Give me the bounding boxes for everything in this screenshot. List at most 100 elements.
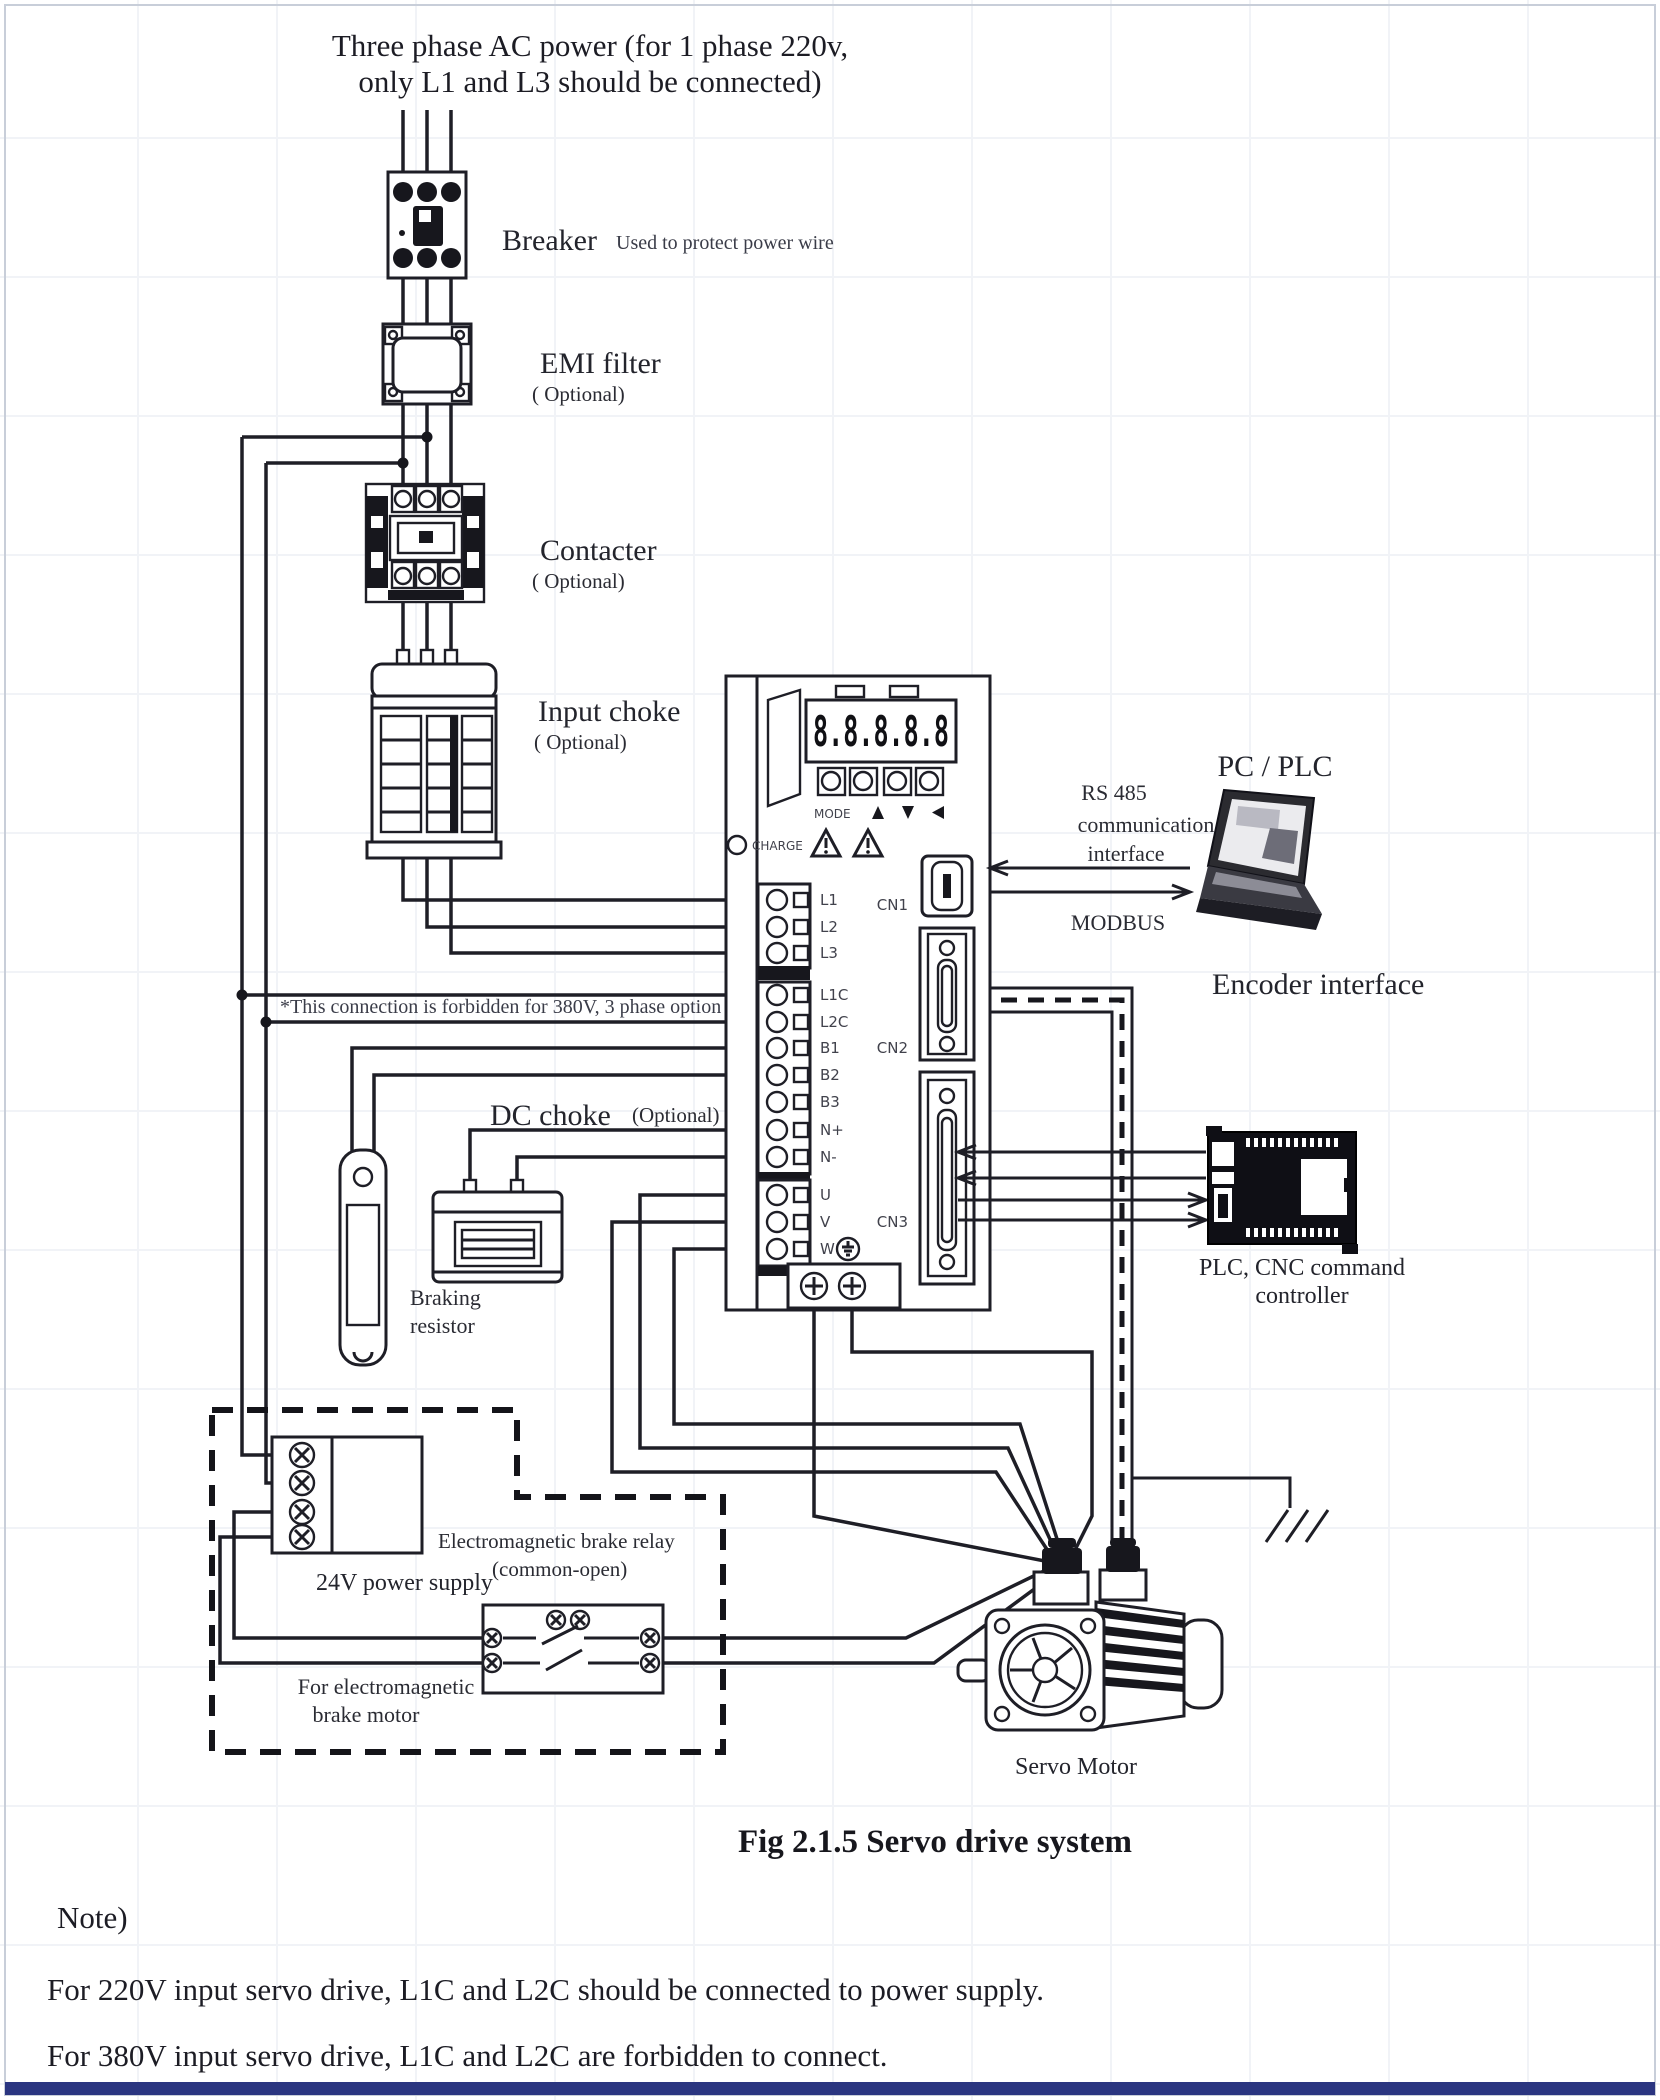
terminal-label: N+	[820, 1121, 844, 1139]
warning-icon	[851, 826, 885, 858]
servo-drive: 8.8.8.8.8 MODE CHARGE	[724, 674, 992, 1312]
rs485-label-2: communication	[1078, 812, 1215, 837]
terminal-label: B3	[820, 1093, 840, 1111]
terminal-label: V	[820, 1213, 831, 1231]
phase-wires-breaker-emi	[401, 278, 453, 324]
u-phase-wire	[638, 1193, 1056, 1549]
note-line-2: For 380V input servo drive, L1C and L2C …	[47, 2038, 888, 2073]
input-choke-optional: ( Optional)	[534, 730, 627, 754]
forbidden-note: *This connection is forbidden for 380V, …	[280, 996, 721, 1018]
pc-plc-laptop	[1196, 788, 1322, 930]
panel-cover	[766, 688, 802, 808]
input-choke	[365, 648, 503, 860]
ground-wire	[1132, 1476, 1292, 1508]
left-rails	[240, 437, 290, 1485]
terminal-label: L1C	[820, 986, 848, 1004]
terminal-label: N-	[820, 1148, 837, 1166]
terminal-label: U	[820, 1186, 831, 1204]
fig-caption: Fig 2.1.5 Servo drive system	[738, 1824, 1132, 1860]
pe-wire-1	[812, 1308, 1051, 1564]
terminal-label: L1	[820, 891, 838, 909]
terminal-label: B2	[820, 1066, 840, 1084]
cn3-label: CN3	[877, 1213, 908, 1231]
braking-resistor-label-1: Braking	[410, 1285, 481, 1310]
brake-relay-label-2: (common-open)	[492, 1557, 627, 1581]
dc-choke-label: DC choke	[490, 1099, 611, 1132]
l1c-l2c-feeds	[242, 993, 767, 1024]
phase-wires-top	[401, 110, 453, 172]
screw-terminal-block	[786, 1262, 902, 1310]
dc-choke-wires	[468, 1128, 767, 1180]
plc-cnc-label-2: controller	[1255, 1283, 1348, 1309]
note-line-1: For 220V input servo drive, L1C and L2C …	[47, 1972, 1044, 2007]
vent-slot	[888, 684, 920, 699]
power-supply-24v	[270, 1435, 424, 1555]
junction-dot	[260, 1016, 272, 1028]
title: Three phase AC power (for 1 phase 220v, …	[332, 28, 848, 99]
phase-wires-contactor-choke	[401, 602, 453, 650]
emi-filter-label: EMI filter	[540, 347, 661, 380]
ground-icon	[1264, 1509, 1330, 1543]
cn1-label: CN1	[877, 896, 908, 914]
plc-cnc-label-1: PLC, CNC command	[1199, 1255, 1405, 1281]
wiring	[218, 110, 1330, 1665]
relay-contact-1	[503, 1624, 639, 1646]
modbus-label: MODBUS	[1071, 910, 1165, 935]
brake-motor-note-1: For electromagnetic	[298, 1674, 475, 1699]
breaker	[386, 170, 468, 280]
down-arrow-icon	[902, 806, 914, 819]
terminal-label: W	[820, 1240, 835, 1258]
brake-wires	[657, 1568, 1054, 1665]
brake-motor-note-2: brake motor	[313, 1702, 421, 1727]
contactor-label: Contacter	[540, 534, 657, 567]
warning-icon	[809, 826, 843, 858]
terminal-label: L2	[820, 918, 838, 936]
rs485-label-1: RS 485	[1081, 780, 1146, 805]
emi-filter	[381, 322, 473, 406]
rs485-label-3: interface	[1088, 841, 1165, 866]
emi-filter-optional: ( Optional)	[532, 382, 625, 406]
terminal-label: L3	[820, 944, 838, 962]
mode-label: MODE	[814, 807, 851, 821]
cn1-connector[interactable]	[920, 854, 974, 918]
encoder-cable-dashed	[974, 997, 1125, 1542]
v-phase-wire	[610, 1220, 1052, 1555]
terminal-strip: L1 L2 L3 L1C L2C B1 B2 B3 N+ N- U V W	[756, 882, 848, 1276]
breaker-note: Used to protect power wire	[616, 232, 834, 254]
braking-resistor-label-2: resistor	[410, 1313, 475, 1338]
pe-wire-2	[850, 1308, 1094, 1557]
vent-slot	[834, 684, 866, 699]
junction-dot	[421, 431, 433, 443]
input-choke-label: Input choke	[538, 695, 680, 728]
phase-wires-emi-contactor	[401, 404, 453, 484]
junction-dot	[236, 989, 248, 1001]
encoder-interface-label: Encoder interface	[1212, 968, 1424, 1001]
junction-dot	[397, 457, 409, 469]
charge-led	[726, 834, 748, 856]
contactor	[364, 482, 486, 604]
plc-controller	[1206, 1126, 1358, 1254]
plc-arrows	[953, 1143, 1211, 1229]
supply-relay-wires	[218, 1510, 486, 1665]
cn2-connector[interactable]	[918, 926, 976, 1062]
ground-terminal-icon	[835, 1236, 861, 1262]
drive-buttons[interactable]	[816, 766, 945, 797]
brake-relay-label-1: Electromagnetic brake relay	[438, 1529, 675, 1553]
rail-taps	[242, 435, 427, 465]
supply-24v-label: 24V power supply	[316, 1570, 493, 1596]
encoder-cable-outer	[974, 986, 1134, 1540]
servo-motor-figure	[956, 1538, 1224, 1732]
relay-contact-2	[503, 1648, 639, 1672]
seven-segment-display	[804, 698, 958, 764]
rs485-arrows	[985, 859, 1195, 901]
pc-plc-label: PC / PLC	[1217, 750, 1332, 783]
braking-resistor-wires	[350, 1046, 767, 1152]
title-line-2: only L1 and L3 should be connected)	[358, 64, 821, 99]
servo-motor-label: Servo Motor	[1015, 1754, 1137, 1780]
brake-dashed-box	[209, 1407, 726, 1755]
title-line-1: Three phase AC power (for 1 phase 220v,	[332, 28, 848, 63]
encoder-cable-inner	[974, 1010, 1114, 1544]
note-title: Note)	[57, 1900, 128, 1935]
w-phase-wire	[672, 1247, 1060, 1543]
